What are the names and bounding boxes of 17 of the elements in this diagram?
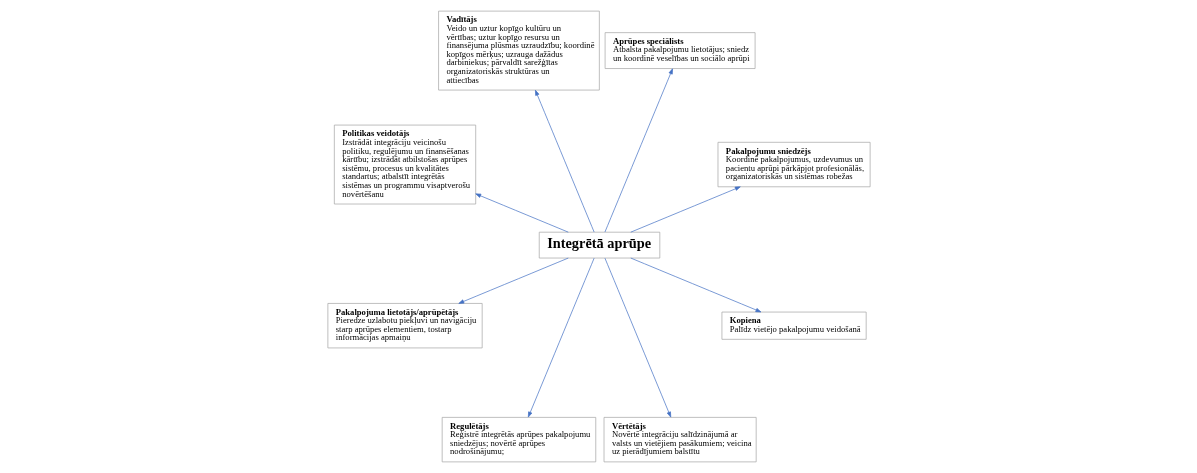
- node-box: Pakalpojumu sniedzējs Koordinē pakalpojumus, uzdevumus un pacientu aprūpi pārkāpjot profesionālās, organizatoriskās un sistēmas robežas: [717, 141, 870, 188]
- node-box: Vērtētājs Novērtē integrāciju salīdzinājumā ar valsts un vietējiem pasākumiem; veicina uz pierādījumiem balstītu: [603, 417, 757, 463]
- node-box: Kopiena Palīdz vietējo pakalpojumu veidošanā: [721, 311, 867, 340]
- node-box: Regulētājs Reģistrē integrētās aprūpes pakalpojumu sniedzējus; novērtē aprūpes nodrošinājumu;: [441, 417, 596, 463]
- arrow: [534, 89, 594, 233]
- arrow: [457, 257, 569, 304]
- arrow: [629, 257, 761, 313]
- node-box: Integrētā aprūpe: [538, 231, 660, 259]
- node-box: Vadītājs Veido un uztur kopīgo kultūru un vērtības; uztur kopīgo resursu un finansējuma plūsmas uzraudzību; koordinē kopīgos mērķus; uzrauga dažādus darbiniekus; pārvaldīt sarežģītas organizatoriskās struktūras un attiecības: [437, 10, 600, 91]
- arrow: [527, 257, 594, 418]
- arrow: [629, 186, 741, 233]
- node-box: Politikas veidotājs Izstrādāt integrāciju veicinošu politiku, regulējumu un finansēšanas kārtību; izstrādāt atbilstošas aprūpes sistēmu, procesus un kvalitātes standartus; atbalstīt integrētās sistēmas un programmu visaptverošu novērtēšanu: [333, 124, 476, 205]
- node-box: Pakalpojuma lietotājs/aprūpētājs Pieredze uzlabotu piekļuvi un navigāciju starp aprūpes elementiem, tostarp informācijas apmaiņu: [327, 303, 483, 349]
- arrow: [604, 257, 671, 418]
- node-box: Aprūpes speciālists Atbalsta pakalpojumu lietotājus; sniedz un koordinē veselības un sociālo aprūpi: [604, 32, 755, 69]
- arrow: [604, 68, 673, 233]
- arrow: [474, 193, 569, 233]
